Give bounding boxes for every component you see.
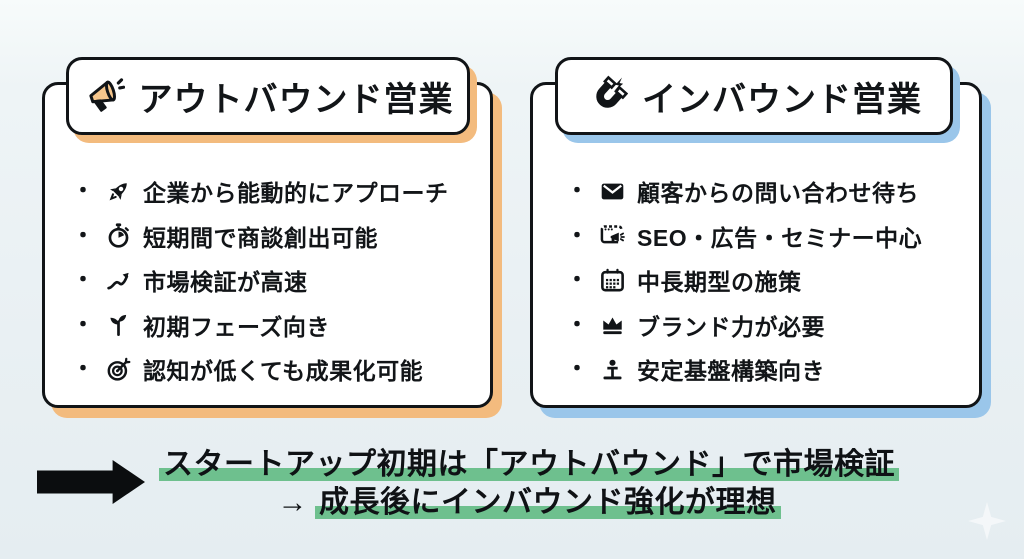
bullet-dot: ・	[72, 222, 95, 248]
megaphone-icon	[83, 75, 125, 117]
highlighted-text: スタートアップ初期は「アウトバウンド」で市場検証	[159, 448, 899, 481]
inbound-feature-list: ・ 顧客からの問い合わせ待ち ・	[533, 169, 979, 392]
inbound-title-box: インバウンド営業	[555, 57, 953, 135]
outbound-item-2: ・ 短期間で商談創出可能	[72, 214, 490, 259]
inbound-item-3: ・ 中長期型の施策	[566, 258, 979, 303]
inbound-item-2: ・ SEO・広告・セミナー中心	[566, 214, 979, 259]
seedling-icon	[105, 311, 132, 338]
inbound-item-5: ・ 安定基盤構築向き	[566, 347, 979, 392]
arrow-glyph: →	[277, 485, 308, 519]
right-arrow-icon	[37, 460, 145, 504]
bullet-dot: ・	[566, 222, 589, 248]
bullet-dot: ・	[72, 356, 95, 382]
bullet-dot: ・	[566, 178, 589, 204]
conclusion-line-1: スタートアップ初期は「アウトバウンド」で市場検証	[138, 446, 920, 484]
bullet-dot: ・	[72, 311, 95, 337]
highlighted-text: 成長後にインバウンド強化が理想	[315, 485, 781, 519]
outbound-item-1: ・ 企業から能動的にアプローチ	[72, 169, 490, 214]
bullet-dot: ・	[566, 356, 589, 382]
feature-text: 中長期型の施策	[637, 269, 802, 296]
conclusion-line-2: →成長後にインバウンド強化が理想	[138, 484, 920, 522]
bullet-dot: ・	[72, 178, 95, 204]
bullet-dot: ・	[566, 267, 589, 293]
stopwatch-icon	[105, 222, 132, 249]
feature-text: ブランド力が必要	[637, 313, 826, 340]
bullet-dot: ・	[566, 311, 589, 337]
inbound-card: インバウンド営業 ・ 顧客からの問い合わせ待ち ・	[530, 57, 982, 408]
outbound-item-4: ・ 初期フェーズ向き	[72, 303, 490, 348]
mail-icon	[599, 178, 626, 205]
bullet-dot: ・	[72, 267, 95, 293]
outbound-feature-list: ・ 企業から能動的にアプローチ ・	[45, 169, 490, 392]
inbound-item-1: ・ 顧客からの問い合わせ待ち	[566, 169, 979, 214]
feature-text: 初期フェーズ向き	[143, 313, 330, 340]
ad-window-icon	[599, 222, 626, 249]
pedestal-icon	[599, 356, 626, 383]
outbound-card: アウトバウンド営業 ・ 企業から能動的にアプローチ ・	[42, 57, 493, 408]
conclusion-block: スタートアップ初期は「アウトバウンド」で市場検証 →成長後にインバウンド強化が理…	[138, 446, 920, 521]
feature-text: SEO・広告・セミナー中心	[637, 224, 923, 251]
rocket-icon	[105, 178, 132, 205]
feature-text: 市場検証が高速	[143, 269, 308, 296]
target-icon	[105, 356, 132, 383]
feature-text: 顧客からの問い合わせ待ち	[637, 180, 920, 207]
crown-icon	[599, 311, 626, 338]
sparkle-decoration-icon	[968, 502, 1006, 540]
outbound-title-box: アウトバウンド営業	[66, 57, 470, 135]
feature-text: 短期間で商談創出可能	[143, 224, 379, 251]
chart-up-icon	[105, 267, 132, 294]
calendar-icon	[599, 267, 626, 294]
feature-text: 認知が低くても成果化可能	[143, 358, 424, 385]
magnet-icon	[586, 75, 628, 117]
feature-text: 企業から能動的にアプローチ	[143, 180, 449, 207]
inbound-title: インバウンド営業	[642, 80, 922, 119]
outbound-item-3: ・ 市場検証が高速	[72, 258, 490, 303]
outbound-item-5: ・ 認知が低くても成果化可能	[72, 347, 490, 392]
inbound-item-4: ・ ブランド力が必要	[566, 303, 979, 348]
outbound-title: アウトバウンド営業	[138, 80, 454, 119]
feature-text: 安定基盤構築向き	[637, 358, 826, 385]
